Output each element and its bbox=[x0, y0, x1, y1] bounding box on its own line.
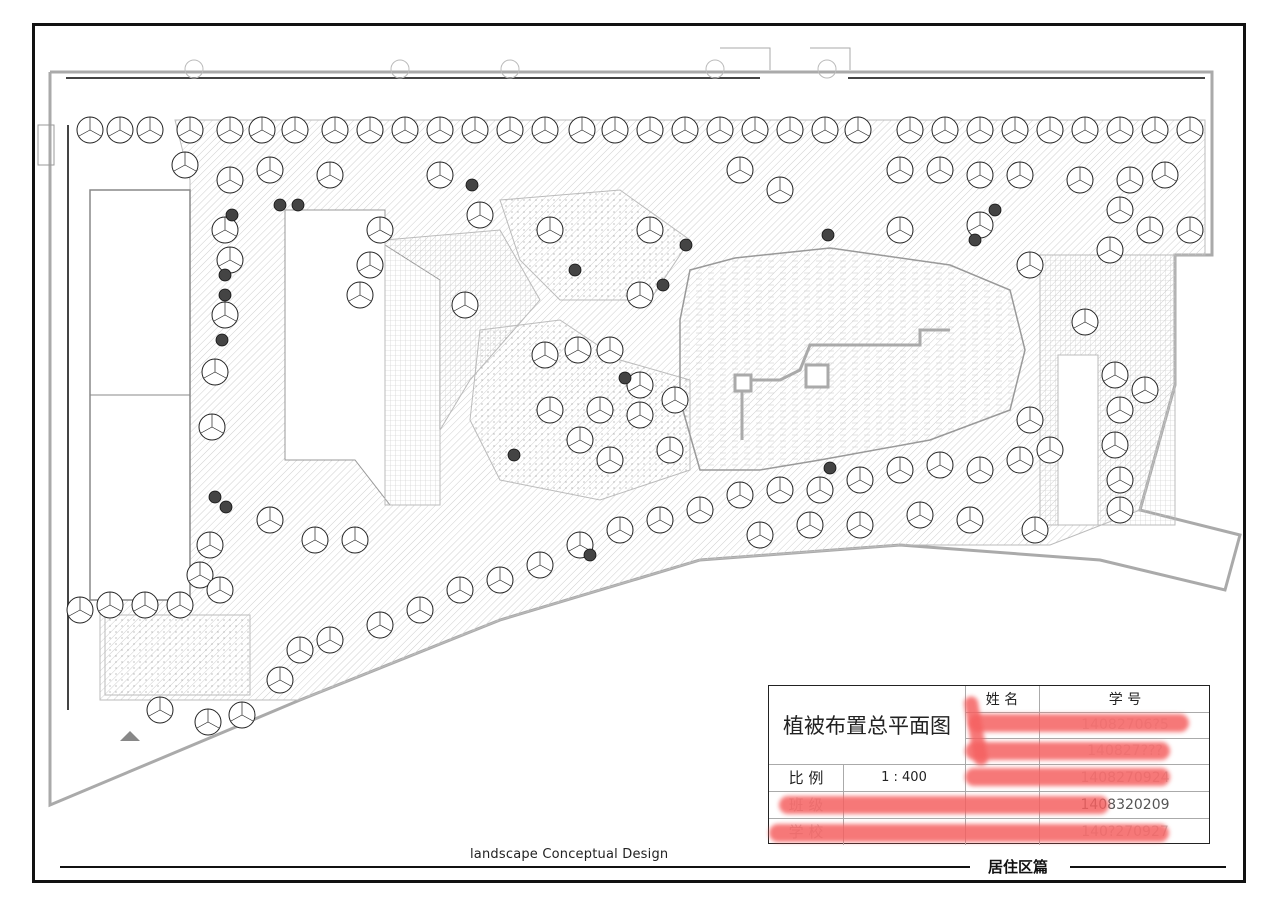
scale-value: 1 : 400 bbox=[881, 770, 927, 785]
redaction-mark bbox=[969, 714, 1189, 732]
scale-label: 比 例 bbox=[788, 769, 824, 787]
pond bbox=[679, 247, 1026, 471]
footer-rule-right bbox=[1070, 866, 1226, 868]
id-column-header: 学 号 bbox=[1108, 692, 1142, 708]
lawn-area-2 bbox=[469, 319, 691, 501]
east-herringbone-path bbox=[1057, 354, 1099, 526]
design-subtitle: landscape Conceptual Design bbox=[470, 847, 669, 862]
name-column-header: 姓 名 bbox=[985, 692, 1019, 708]
grid-axis-markers bbox=[184, 59, 837, 79]
drawing-title: 植被布置总平面图 bbox=[783, 714, 951, 738]
redaction-mark bbox=[965, 742, 1170, 760]
footer-rule-left bbox=[60, 866, 970, 868]
boardwalk bbox=[733, 328, 950, 440]
redaction-mark bbox=[779, 796, 1109, 814]
title-block: 植被布置总平面图 姓 名 学 号 14082706?5 140827??? 14… bbox=[768, 685, 1210, 845]
grid-paving bbox=[384, 229, 541, 506]
redaction-mark bbox=[769, 824, 1169, 842]
sw-plaza bbox=[104, 614, 251, 696]
section-label: 居住区篇 bbox=[988, 858, 1049, 876]
north-arrow-icon bbox=[120, 731, 140, 741]
redaction-mark bbox=[965, 768, 1170, 786]
